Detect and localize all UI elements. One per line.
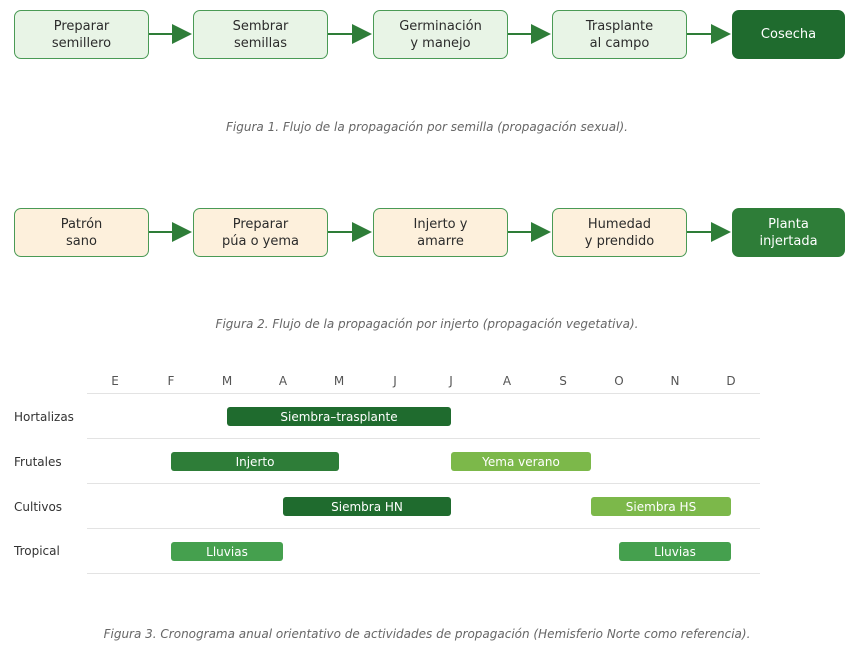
month-label: S [559,374,567,388]
step-patron-sano: Patrón sano [14,208,149,257]
schedule-bar: Yema verano [451,452,591,471]
month-label: J [449,374,453,388]
month-label: F [167,374,175,388]
month-label: J [393,374,397,388]
month-label: E [111,374,119,388]
month-label: A [502,374,512,388]
step-cosecha: Cosecha [732,10,845,59]
step-preparar-semillero: Preparar semillero [14,10,149,59]
month-label: M [221,374,233,388]
step-preparar-pua: Preparar púa o yema [193,208,328,257]
step-trasplante: Trasplante al campo [552,10,687,59]
row-label-tropical: Tropical [14,544,60,558]
schedule-bar: Injerto [171,452,339,471]
step-humedad-prendido: Humedad y prendido [552,208,687,257]
figure1-caption: Figura 1. Flujo de la propagación por se… [226,120,628,134]
schedule-bar: Siembra–trasplante [227,407,451,426]
step-sembrar-semillas: Sembrar semillas [193,10,328,59]
month-label: O [614,374,624,388]
row-label-cultivos: Cultivos [14,500,63,514]
grid-line [87,393,760,394]
row-label-frutales: Frutales [14,455,62,469]
row-label-hortalizas: Hortalizas [14,410,74,424]
month-label: M [333,374,345,388]
grid-line [87,438,760,439]
grid-line [87,573,760,574]
schedule-bar: Lluvias [171,542,283,561]
figure3-caption: Figura 3. Cronograma anual orientativo d… [103,627,751,641]
month-label: A [278,374,288,388]
month-label: N [670,374,680,388]
step-injerto-amarre: Injerto y amarre [373,208,508,257]
schedule-bar: Siembra HN [283,497,451,516]
schedule-bar: Siembra HS [591,497,731,516]
step-planta-injertada: Planta injertada [732,208,845,257]
month-label: D [726,374,736,388]
schedule-bar: Lluvias [619,542,731,561]
grid-line [87,528,760,529]
step-germinacion: Germinación y manejo [373,10,508,59]
grid-line [87,483,760,484]
figure2-caption: Figura 2. Flujo de la propagación por in… [215,317,639,331]
